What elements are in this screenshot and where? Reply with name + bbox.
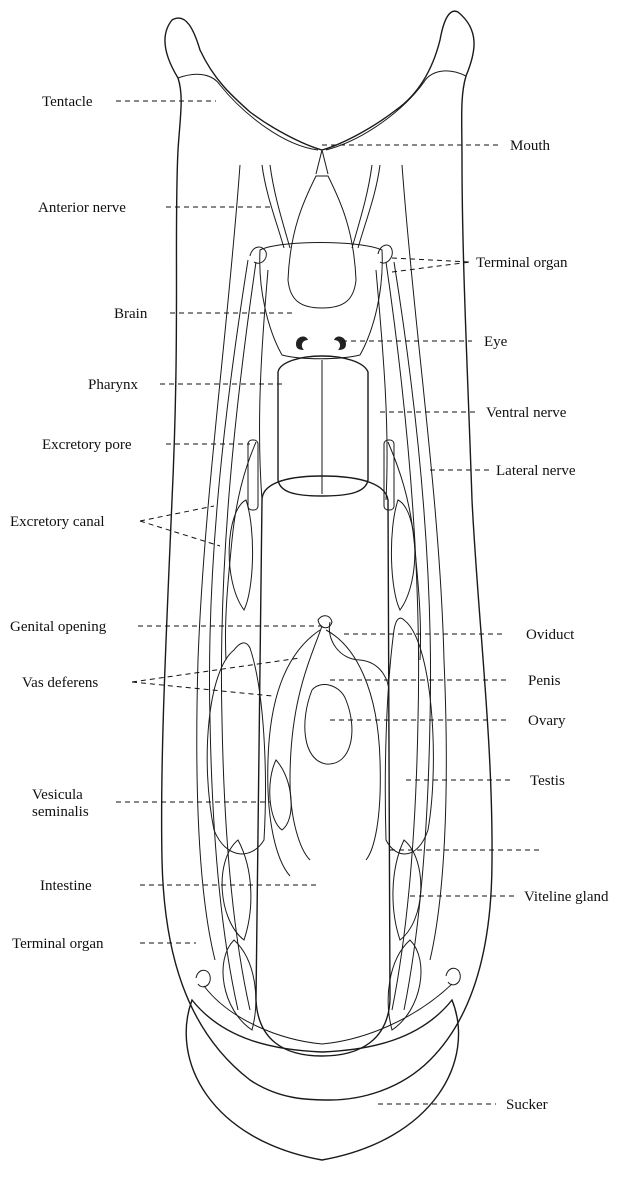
viteline-gland [222,500,421,1030]
label-anterior-nerve: Anterior nerve [38,200,126,216]
label-excretory-pore: Excretory pore [42,437,132,453]
ovary [305,685,352,765]
excretory-pore-right [384,440,394,510]
terminal-organ-front-left [250,247,266,263]
label-terminal-organ-left: Terminal organ [12,936,104,952]
pharynx [278,356,368,496]
label-excretory-canal: Excretory canal [10,514,105,530]
label-terminal-organ-right: Terminal organ [476,255,568,271]
label-ovary: Ovary [528,713,566,729]
front-pharynx [288,176,356,308]
vas-deferens-left [268,630,320,876]
label-penis: Penis [528,673,561,689]
eye-left [296,337,308,350]
sucker [186,1000,458,1160]
excretory-canal-left [225,442,256,660]
label-viteline-gland: Viteline gland [524,889,609,905]
lateral-nerve-right [394,262,431,1010]
penis [290,626,322,860]
label-oviduct: Oviduct [526,627,575,643]
label-sucker: Sucker [506,1097,548,1113]
lateral-nerve-left [209,260,248,1010]
label-vesicula-line2: seminalis [32,804,89,820]
sucker-nerve [204,984,452,1044]
terminal-organ-front-right [378,245,392,263]
label-vesicula-line1: Vesicula [32,787,83,803]
mouth-opening [316,150,328,174]
terminal-organ-rear-right [446,968,460,985]
label-tentacle: Tentacle [42,94,93,110]
oviduct [329,622,388,700]
eye-right [334,337,346,350]
body-outline [162,11,492,1100]
label-pharynx: Pharynx [88,377,138,393]
label-testis: Testis [530,773,565,789]
label-intestine: Intestine [40,878,92,894]
anterior-nerve [262,165,380,248]
label-eye: Eye [484,334,508,350]
terminal-organ-rear-left [196,970,210,987]
label-vas-deferens: Vas deferens [22,675,98,691]
intestine [256,476,390,1056]
lateral-nerve-right-2 [386,262,419,1010]
label-lateral-nerve: Lateral nerve [496,463,576,479]
label-ventral-nerve: Ventral nerve [486,405,567,421]
body-inner-outline [197,165,447,960]
leader-lines-left [116,101,322,943]
label-brain: Brain [114,306,148,322]
testis-left [207,643,265,854]
label-mouth: Mouth [510,138,551,154]
tentacle-left [178,74,318,150]
vas-deferens-right [326,630,380,860]
label-genital-opening: Genital opening [10,619,107,635]
vesicula-seminalis [270,760,291,830]
